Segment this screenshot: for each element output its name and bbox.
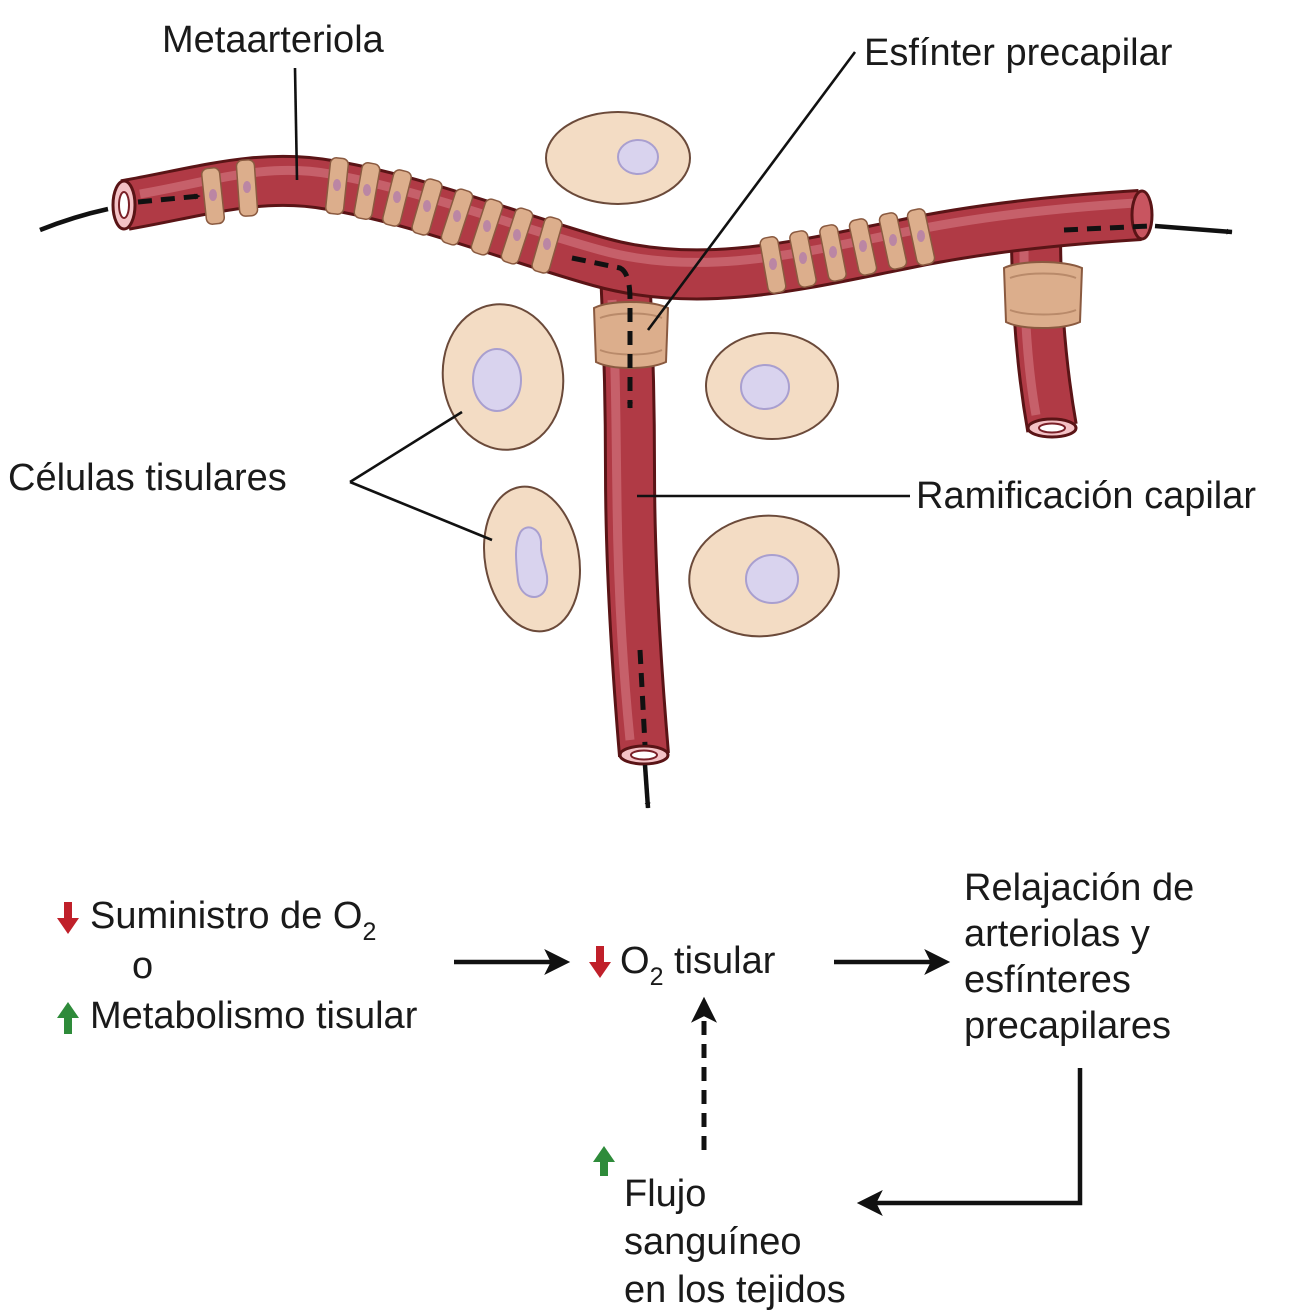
flow-arrow-right-to-bottom [862,1068,1080,1203]
inflow-arrow [40,209,108,230]
label-celulas-tisulares: Células tisulares [8,457,287,499]
tissue-cell-left-upper [433,296,572,457]
o2-supply-subscript: 2 [362,918,376,946]
increase-arrow-icon [57,1002,79,1034]
decrease-arrow-icon [57,902,79,934]
flow-bottom-line1: Flujo [624,1173,706,1215]
regulation-flowchart: Suministro de O2 o Metabolismo tisular O… [57,867,1194,1311]
flow-right-line3: esfínteres [964,959,1131,1001]
tissue-o2-suffix: tisular [663,940,775,982]
flow-left-line1: Suministro de O2 [90,895,376,946]
side-branch [1024,230,1076,437]
tissue-o2-prefix: O [620,940,650,982]
metaarteriole-outlet [1132,191,1152,239]
flow-right-line1: Relajación de [964,867,1194,909]
label-esfinter-precapilar: Esfínter precapilar [864,32,1173,74]
flow-left-line3: Metabolismo tisular [90,995,418,1037]
tissue-cell-left-lower [473,479,591,639]
smooth-muscle-band [236,159,258,216]
flow-right-line2: arteriolas y [964,913,1150,955]
tissue-cell-right-upper [706,333,838,439]
label-ramificacion-capilar: Ramificación capilar [916,475,1256,517]
flow-left-node: Suministro de O2 o Metabolismo tisular [57,895,418,1037]
flow-bottom-node: Flujo sanguíneo en los tejidos [593,1146,846,1311]
o2-supply-text: Suministro de O [90,895,362,937]
flow-right-line4: precapilares [964,1005,1171,1047]
outflow-down-arrow [645,765,648,808]
flow-left-line2: o [132,945,153,987]
outflow-right-arrow [1155,226,1232,232]
label-metaarteriola: Metaarteriola [162,19,385,61]
tissue-o2-subscript: 2 [650,963,664,991]
flow-bottom-line3: en los tejidos [624,1269,846,1311]
side-branch-sphincter [1004,262,1082,328]
tissue-cell-top [546,112,690,204]
flow-right-node: Relajación de arteriolas y esfínteres pr… [964,867,1194,1047]
flow-center-node: O2 tisular [589,940,776,991]
flow-center-text: O2 tisular [620,940,776,991]
flow-bottom-line2: sanguíneo [624,1221,802,1263]
decrease-arrow-icon [589,946,611,978]
increase-arrow-icon [593,1146,615,1176]
tissue-cell-right-lower [681,506,846,646]
